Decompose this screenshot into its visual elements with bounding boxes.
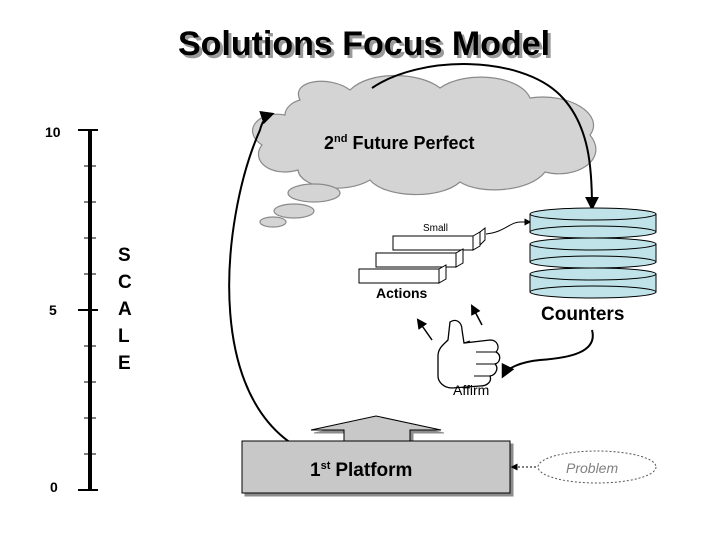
- cloud-to-counters-arrow: [371, 63, 599, 211]
- thumbs-up-icon: [437, 319, 501, 389]
- scale-label-5: 5: [49, 302, 57, 318]
- platform-up-arrow: [310, 415, 442, 442]
- counters-label: Counters: [541, 304, 624, 325]
- counter-disk: [529, 267, 657, 299]
- page-title: Solutions Focus Model: [178, 25, 550, 63]
- affirm-arrow-left: [416, 318, 433, 341]
- future-perfect-sup: nd: [334, 133, 347, 145]
- scale-label-0: 0: [50, 479, 58, 495]
- actions-small-label: Small: [423, 223, 448, 234]
- platform-text: Platform: [335, 460, 412, 481]
- future-perfect-label: 2nd Future Perfect: [324, 133, 475, 153]
- problem-oval: [537, 450, 657, 484]
- small-to-counters-connector: [485, 218, 532, 235]
- scale-letter: L: [118, 326, 130, 347]
- scale-letter: A: [118, 299, 132, 320]
- stair-step: [375, 252, 457, 268]
- scale-minor-ticks: [84, 165, 96, 455]
- scale-letter: E: [118, 353, 131, 374]
- scale-letter: C: [118, 272, 132, 293]
- page-title-group: Solutions Focus Model Solutions Focus Mo…: [178, 25, 553, 66]
- counter-disk: [529, 207, 657, 239]
- thought-bubble-small: [259, 216, 287, 228]
- big-curved-arrow: [228, 110, 323, 459]
- scale-letter: S: [118, 245, 131, 266]
- thought-bubble-medium: [273, 203, 315, 219]
- problem-label: Problem: [566, 460, 618, 476]
- cloud-shape: [252, 75, 597, 196]
- scale-ruler: 10 5 0: [45, 124, 98, 495]
- actions-stairs: Small Actions: [358, 223, 486, 301]
- platform-block: [241, 415, 511, 494]
- page-title-shadow: Solutions Focus Model: [181, 28, 553, 66]
- scale-label-10: 10: [45, 124, 61, 140]
- thought-bubble-large: [287, 183, 341, 203]
- platform-num: 1: [310, 460, 321, 481]
- platform-label: 1st Platform: [310, 460, 412, 481]
- platform-box: [241, 440, 511, 494]
- affirm-arrow-right: [471, 304, 483, 326]
- counters-to-affirm-arrow: [501, 329, 594, 379]
- stair-step: [358, 268, 440, 284]
- future-perfect-cloud: 2nd Future Perfect: [252, 75, 597, 228]
- counter-disk: [529, 237, 657, 269]
- scale-word: S C A L E: [118, 245, 132, 374]
- future-perfect-text: Future Perfect: [352, 133, 474, 153]
- stair-step: [392, 235, 474, 251]
- affirm-label: Affirm: [453, 382, 489, 398]
- counters-stack: Counters: [529, 207, 657, 325]
- future-perfect-num: 2: [324, 133, 334, 153]
- actions-label: Actions: [376, 285, 428, 301]
- platform-sup: st: [321, 460, 331, 472]
